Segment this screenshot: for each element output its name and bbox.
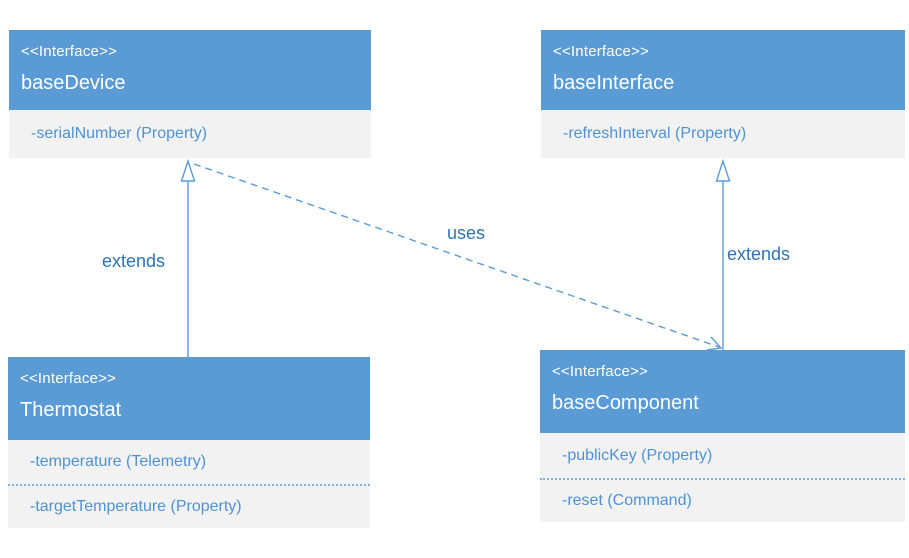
stereotype-label: <<Interface>>: [552, 363, 649, 380]
interface-members: -serialNumber (Property): [9, 110, 371, 158]
member-row: -refreshInterval (Property): [563, 125, 747, 142]
interface-members: -refreshInterval (Property): [541, 110, 905, 158]
interface-header: <<Interface>> baseDevice: [9, 30, 371, 110]
open-arrowhead-icon: [706, 336, 723, 351]
extends-arrow-left: [180, 158, 196, 357]
stereotype-label: <<Interface>>: [20, 370, 117, 387]
relation-label-uses: uses: [447, 223, 486, 243]
interface-header: <<Interface>> baseInterface: [541, 30, 905, 110]
member-row: -reset (Command): [540, 478, 905, 522]
interface-name: baseComponent: [552, 392, 699, 414]
member-row: -serialNumber (Property): [31, 125, 208, 142]
member-row: -publicKey (Property): [562, 446, 713, 464]
interface-name: baseDevice: [21, 72, 126, 94]
member-row: -temperature (Telemetry): [30, 453, 207, 470]
stereotype-label: <<Interface>>: [553, 43, 650, 60]
hollow-triangle-arrowhead-icon: [715, 158, 731, 182]
interface-box-basedevice: <<Interface>> baseDevice -serialNumber (…: [9, 30, 371, 158]
interface-header: <<Interface>> baseComponent: [540, 350, 905, 433]
member-row: -targetTemperature (Property): [8, 484, 370, 528]
relation-label-extends-right: extends: [727, 244, 791, 264]
stereotype-label: <<Interface>>: [21, 43, 118, 60]
relation-label-extends-left: extends: [102, 251, 166, 271]
interface-members: -temperature (Telemetry) -targetTemperat…: [8, 440, 370, 528]
interface-box-thermostat: <<Interface>> Thermostat -temperature (T…: [8, 357, 370, 528]
interface-box-basecomponent: <<Interface>> baseComponent -publicKey (…: [540, 350, 905, 522]
interface-header: <<Interface>> Thermostat: [8, 357, 370, 440]
interface-name: baseInterface: [553, 72, 675, 94]
interface-box-baseinterface: <<Interface>> baseInterface -refreshInte…: [541, 30, 905, 158]
interface-name: Thermostat: [20, 399, 122, 421]
hollow-triangle-arrowhead-icon: [180, 158, 196, 182]
interface-members: -publicKey (Property) -reset (Command): [540, 433, 905, 522]
uses-arrow: [193, 163, 723, 351]
